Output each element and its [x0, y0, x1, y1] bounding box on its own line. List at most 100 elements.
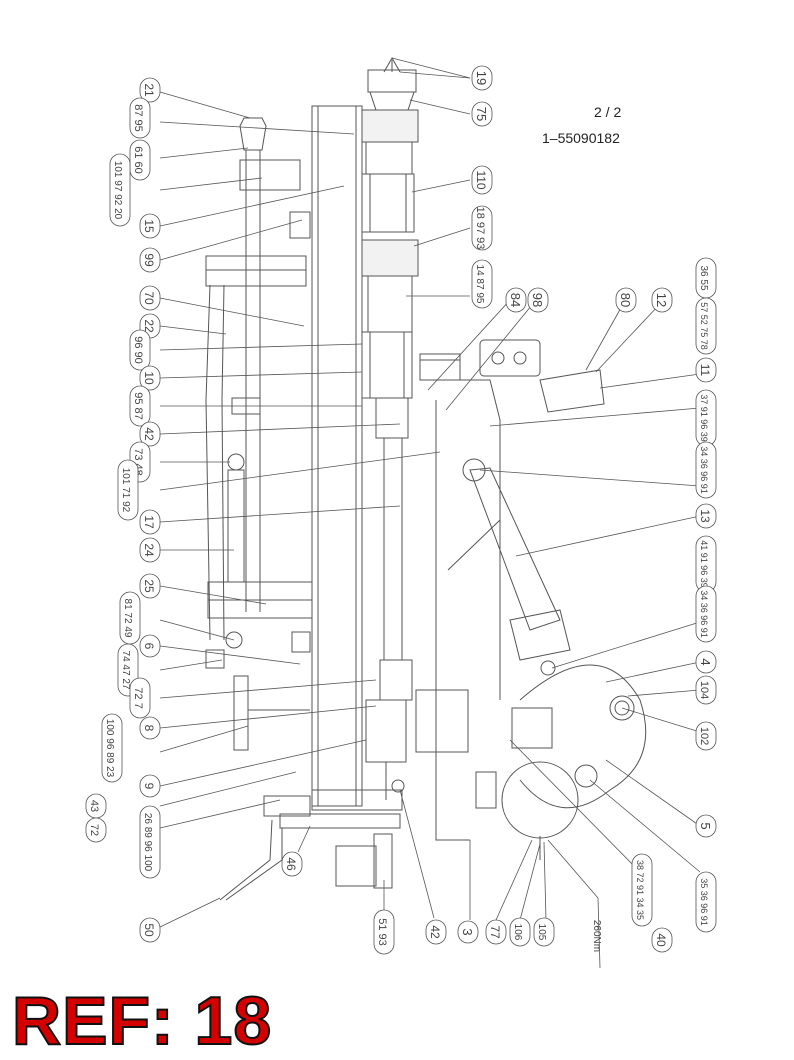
svg-text:35 36 96 91: 35 36 96 91 [699, 878, 709, 926]
callout-17: 17 [139, 509, 161, 535]
callout-24: 24 [139, 537, 161, 563]
callout-12: 12 [651, 287, 673, 313]
svg-text:17: 17 [142, 515, 156, 529]
leader-lines [157, 57, 701, 969]
callout-19: 19 [471, 65, 493, 91]
reference-label: REF: 18 [11, 982, 273, 1060]
svg-text:24: 24 [142, 543, 156, 557]
callout-18: 18 97 93 [471, 205, 493, 251]
svg-text:37 91 96 39: 37 91 96 39 [699, 394, 709, 442]
svg-text:61 60: 61 60 [132, 146, 144, 174]
svg-text:18 97 93: 18 97 93 [474, 207, 486, 250]
svg-text:4: 4 [698, 658, 713, 665]
svg-text:42: 42 [428, 925, 442, 939]
svg-text:80: 80 [618, 293, 633, 307]
callout-40: 40 [651, 927, 673, 953]
svg-text:102: 102 [698, 727, 710, 745]
callout-balloons: 19 75 110 18 97 93 14 87 95 84 98 80 12 … [85, 65, 717, 955]
svg-text:96 90: 96 90 [132, 336, 144, 364]
svg-text:43: 43 [88, 800, 100, 812]
svg-text:15: 15 [142, 219, 156, 233]
svg-text:77: 77 [488, 925, 502, 939]
callout-50: 50 [139, 917, 161, 943]
callout-100: 100 96 89 23 [101, 713, 123, 783]
svg-text:19: 19 [474, 71, 489, 85]
callout-98: 98 [527, 287, 549, 313]
callout-35: 35 36 96 91 [695, 871, 717, 933]
torque-note: 260Nm [591, 920, 602, 952]
callout-8: 8 [139, 716, 161, 740]
callout-38: 38 72 91 34 35 [631, 853, 653, 927]
svg-text:72 7: 72 7 [132, 687, 144, 708]
callout-4: 4 [695, 650, 717, 674]
svg-text:260Nm: 260Nm [591, 920, 602, 952]
svg-text:34 36 96 91: 34 36 96 91 [699, 446, 709, 494]
callout-13: 13 [695, 503, 717, 529]
callout-104: 104 [695, 675, 717, 705]
callout-95: 95 87 [129, 385, 151, 427]
svg-text:75: 75 [474, 107, 489, 121]
svg-text:101 71 92: 101 71 92 [120, 468, 131, 513]
svg-text:84: 84 [508, 293, 523, 307]
callout-14: 14 87 95 [471, 259, 493, 309]
callout-11: 11 [695, 357, 717, 383]
svg-text:5: 5 [698, 822, 713, 829]
svg-text:21: 21 [142, 83, 156, 97]
svg-text:3: 3 [460, 928, 475, 935]
svg-text:26 89 96 100: 26 89 96 100 [142, 813, 153, 872]
callout-72: 72 7 [129, 677, 151, 719]
page-number: 2 / 2 [594, 104, 622, 120]
svg-text:12: 12 [654, 293, 669, 307]
callout-80: 80 [615, 287, 637, 313]
svg-text:51 93: 51 93 [376, 918, 388, 946]
svg-text:100 96 89 23: 100 96 89 23 [104, 719, 115, 778]
svg-text:72: 72 [88, 824, 100, 836]
svg-text:95 87: 95 87 [132, 392, 144, 420]
svg-text:101 97 92 20: 101 97 92 20 [112, 161, 123, 220]
svg-text:13: 13 [698, 509, 712, 523]
svg-text:14 87 95: 14 87 95 [474, 265, 485, 304]
svg-text:11: 11 [698, 364, 712, 377]
svg-text:25: 25 [142, 579, 156, 593]
callout-77: 77 [485, 919, 507, 945]
callout-84: 84 [505, 287, 527, 313]
svg-text:81 72 49: 81 72 49 [122, 599, 133, 638]
svg-text:106: 106 [512, 924, 523, 941]
callout-20: 101 97 92 20 [109, 153, 131, 227]
callout-105: 105 [533, 917, 555, 947]
svg-text:57 52 75 78: 57 52 75 78 [699, 302, 709, 350]
svg-text:6: 6 [142, 643, 156, 650]
callout-99: 99 [139, 247, 161, 273]
callout-15: 15 [139, 213, 161, 239]
callout-106: 106 [509, 917, 531, 947]
callout-75: 75 [471, 101, 493, 127]
base-assembly [219, 795, 401, 901]
svg-text:42: 42 [142, 427, 156, 441]
callout-34a: 34 36 96 91 [695, 441, 717, 499]
svg-text:46: 46 [284, 857, 298, 871]
svg-text:9: 9 [142, 783, 156, 790]
callout-6: 6 [139, 634, 161, 658]
mast-column [311, 105, 403, 811]
callout-102: 102 [695, 721, 717, 751]
svg-text:38 72 91 34 35: 38 72 91 34 35 [635, 860, 645, 920]
svg-text:36 55: 36 55 [698, 265, 709, 290]
callout-5: 5 [695, 814, 717, 838]
svg-text:34 36 96 91: 34 36 96 91 [699, 590, 709, 638]
svg-text:104: 104 [698, 681, 710, 699]
callout-70: 70 [139, 285, 161, 311]
callout-42a: 42 [139, 421, 161, 447]
callout-34b: 34 36 96 91 [695, 585, 717, 643]
callout-37: 37 91 96 39 [695, 389, 717, 447]
callout-57: 57 52 75 78 [695, 297, 717, 355]
svg-text:22: 22 [142, 319, 156, 333]
callout-46: 46 [281, 851, 303, 877]
svg-text:41 91 96 39: 41 91 96 39 [699, 540, 709, 588]
frame-and-cylinder [415, 339, 647, 860]
callout-25: 25 [139, 573, 161, 599]
svg-text:87 95: 87 95 [132, 104, 144, 132]
callout-87a: 87 95 [129, 97, 151, 139]
svg-text:98: 98 [530, 293, 545, 307]
cylinder-tube [361, 56, 419, 800]
svg-text:105: 105 [536, 924, 547, 941]
